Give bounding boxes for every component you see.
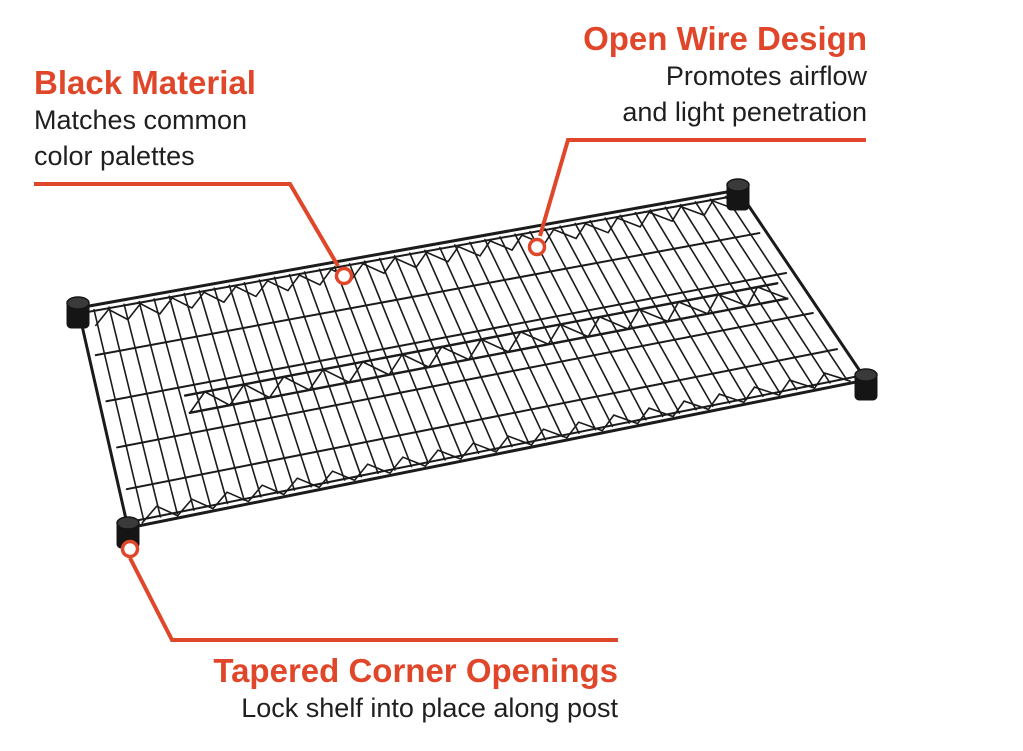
long-rail [105, 272, 788, 403]
cross-wire [288, 273, 363, 478]
leader-marker [120, 539, 140, 559]
cross-wire [108, 306, 162, 518]
callout-leader-lines [34, 138, 866, 642]
callout-open-wire-line2: and light penetration [622, 97, 867, 127]
long-rail [116, 311, 814, 449]
long-rail [125, 348, 838, 491]
callout-black-material-title: Black Material [34, 64, 256, 101]
cross-wire [93, 308, 145, 522]
cross-wire [198, 290, 262, 498]
cross-wire [604, 217, 714, 408]
cross-wire [439, 246, 530, 445]
leader-black-material [34, 182, 354, 286]
cross-wire [303, 271, 379, 475]
cross-wire [574, 222, 681, 414]
wire-shelf [66, 178, 878, 549]
cross-wire [153, 298, 212, 508]
cross-wire [454, 244, 547, 441]
leader-open-wire [527, 138, 866, 257]
cross-wire [123, 303, 179, 515]
cross-wire [529, 230, 630, 424]
cross-wire [709, 198, 831, 384]
corner-sleeve-back-right [726, 178, 750, 211]
cross-wire [724, 195, 848, 381]
leader-marker [527, 237, 547, 257]
long-rail [94, 232, 761, 357]
callout-black-material-line2: color palettes [34, 141, 195, 171]
callout-open-wire-line1: Promotes airflow [665, 61, 867, 91]
callout-tapered-corner-title: Tapered Corner Openings [213, 652, 618, 689]
cross-wire [664, 206, 781, 394]
callout-tapered-corner-openings: Tapered Corner Openings Lock shelf into … [213, 652, 618, 726]
cross-wire [589, 219, 697, 411]
cross-wire [363, 260, 446, 461]
leader-tapered-corners [120, 539, 618, 642]
cross-wire [424, 249, 513, 448]
cross-wire [213, 287, 279, 495]
middle-support-bar [183, 282, 779, 397]
callout-black-material-line1: Matches common [34, 105, 248, 135]
cross-wire [499, 236, 597, 431]
callout-open-wire-design: Open Wire Design Promotes airflow and li… [583, 20, 867, 130]
corner-sleeve-back-left [66, 296, 90, 329]
cross-wire [273, 276, 346, 481]
callout-tapered-corner-line1: Lock shelf into place along post [241, 693, 618, 723]
cross-wire [378, 257, 463, 458]
front-truss [141, 372, 851, 524]
cross-wire [679, 203, 798, 391]
callout-open-wire-title: Open Wire Design [583, 20, 867, 57]
middle-support-bar [188, 297, 789, 415]
corner-sleeve-front-right [854, 368, 878, 401]
cross-wire [138, 300, 195, 512]
cross-wire [514, 233, 614, 428]
cross-wire [649, 209, 764, 398]
cross-wire [228, 284, 296, 491]
cross-wire [348, 263, 430, 465]
back-truss [95, 199, 737, 327]
leader-marker [334, 266, 354, 286]
callout-black-material: Black Material Matches common color pale… [34, 64, 256, 174]
